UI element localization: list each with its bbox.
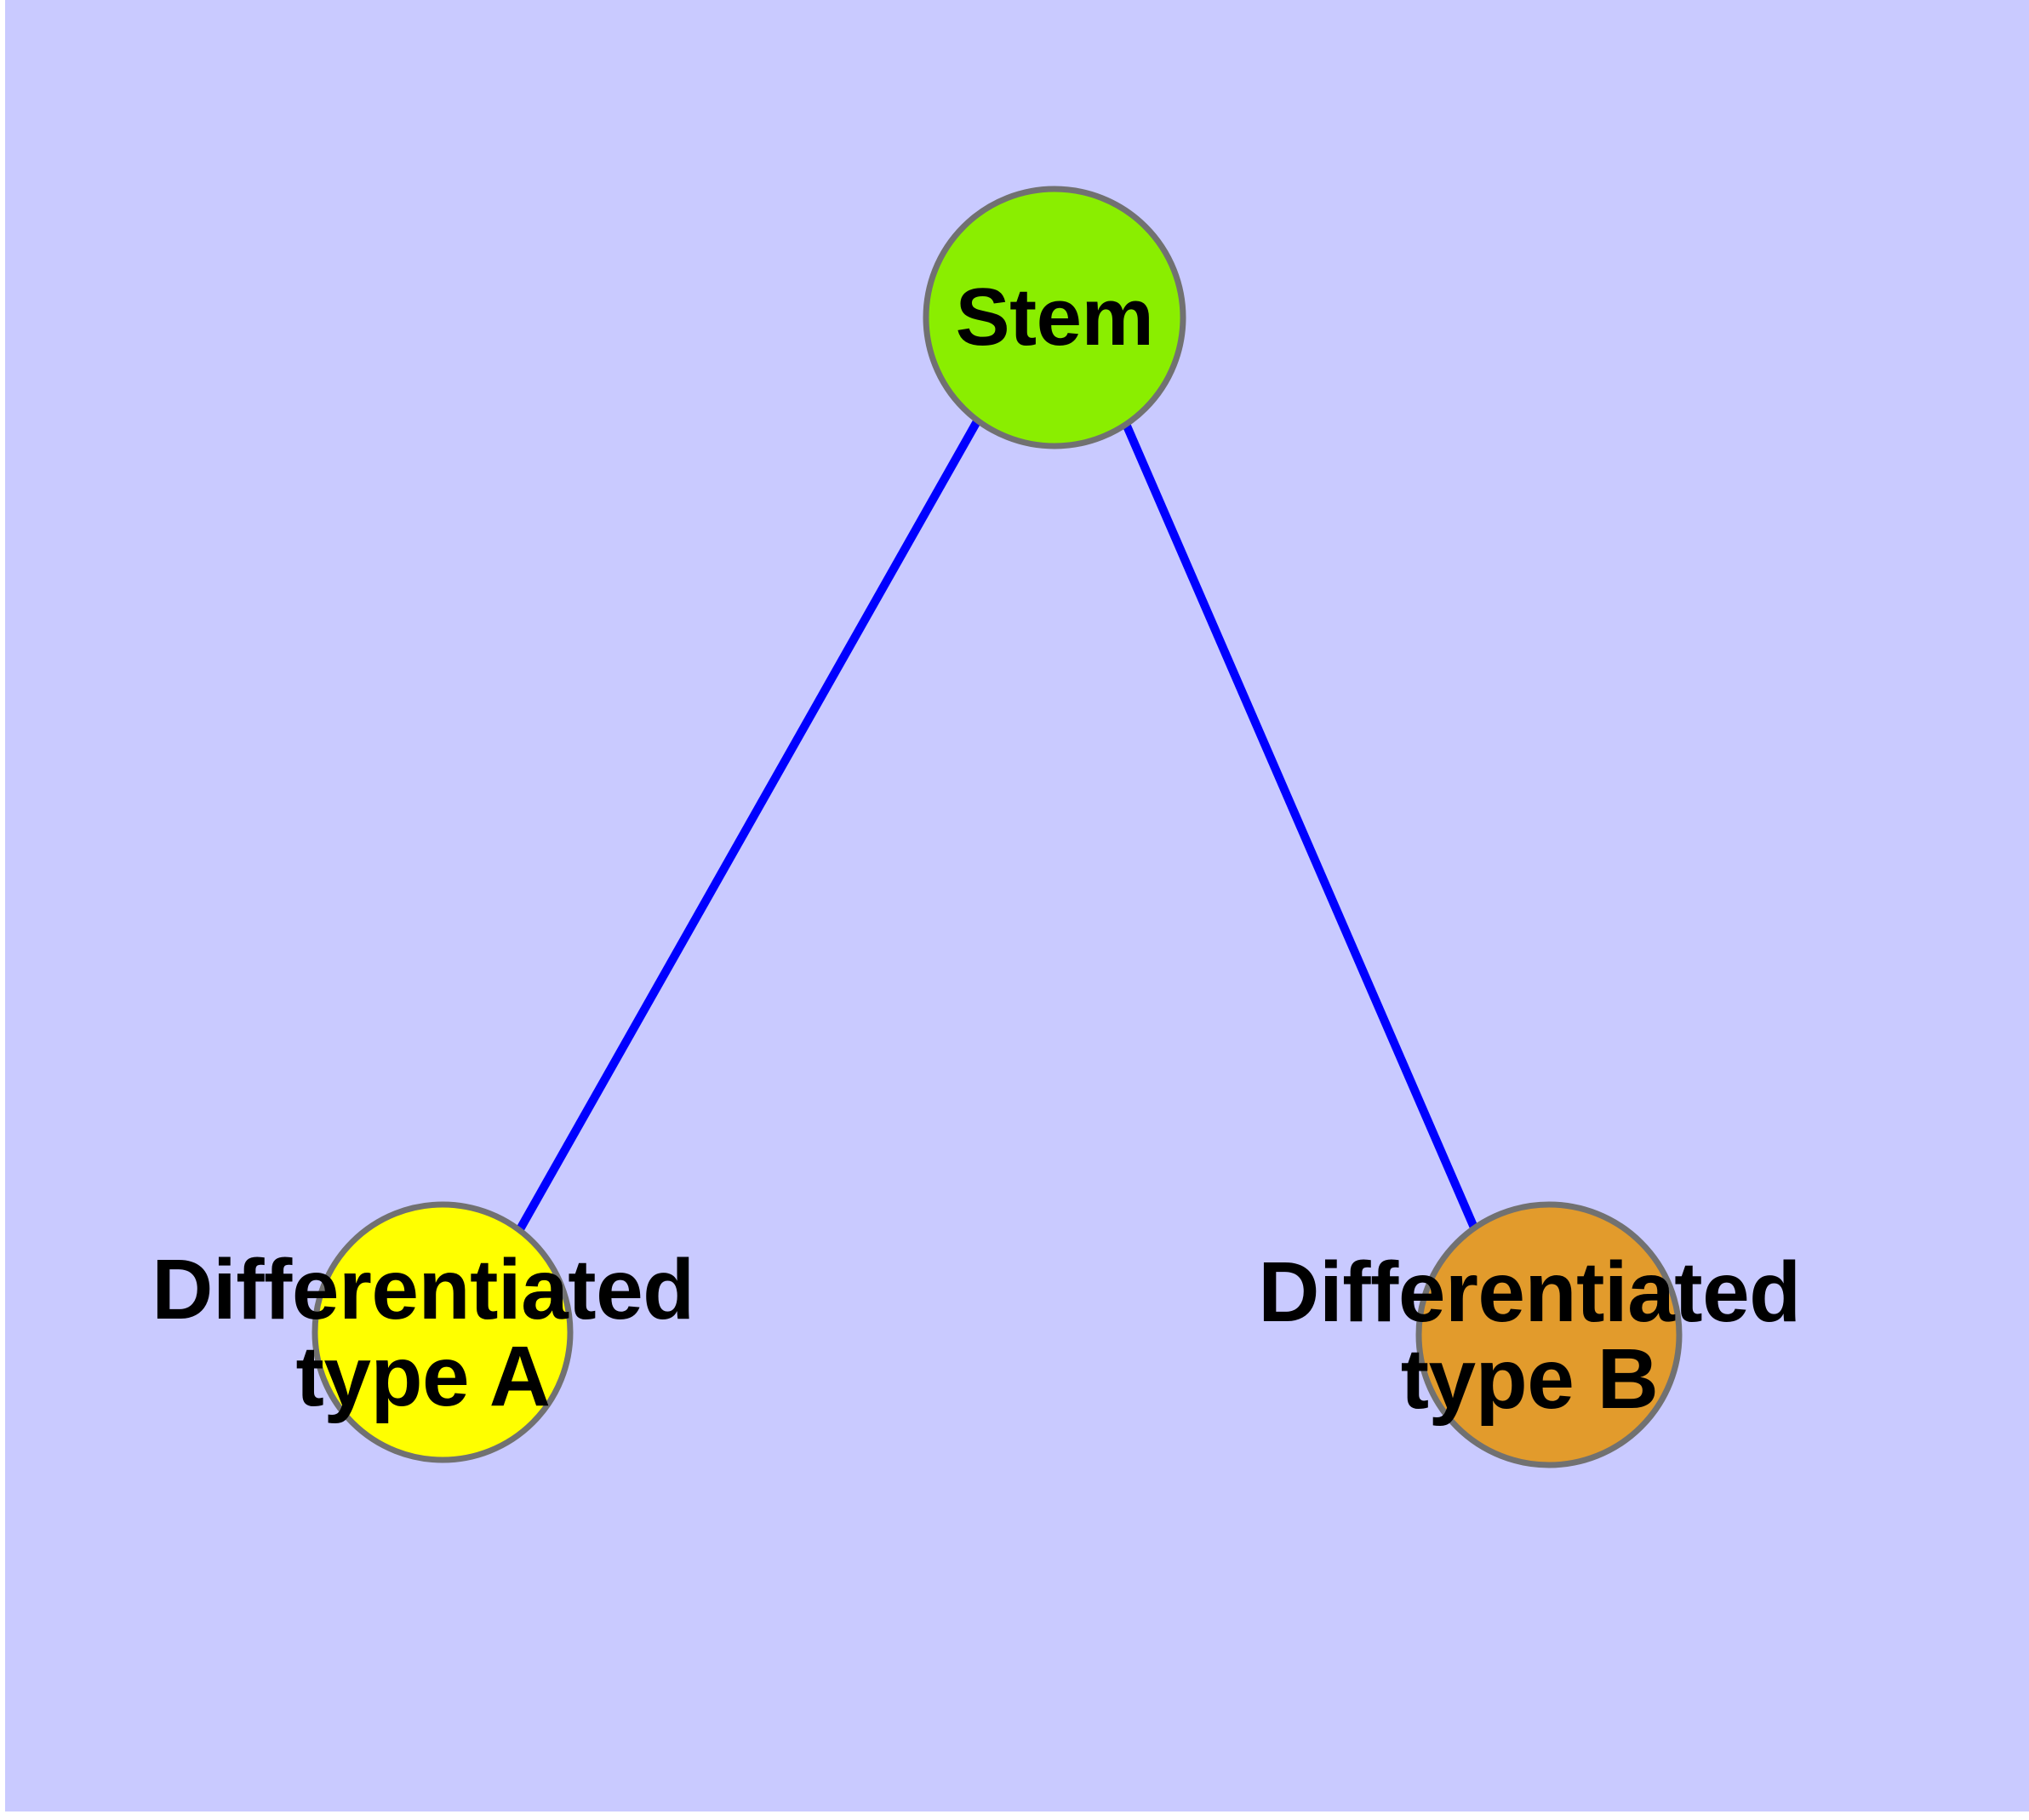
edges-group xyxy=(516,419,1481,1235)
node-label-type-a-line1: Differentiated xyxy=(151,1242,694,1337)
node-diff_b[interactable] xyxy=(1415,1201,1683,1468)
node-label-stem: Stem xyxy=(956,276,1154,359)
nodes-group xyxy=(311,186,1683,1468)
edge-stem-diff-a xyxy=(516,419,981,1232)
node-label-type-b-line2: type B xyxy=(1400,1331,1659,1427)
node-diff_a[interactable] xyxy=(311,1201,574,1463)
node-label-differentiated-type-b: Differentiated type B xyxy=(1258,1249,1801,1422)
node-label-type-b-line1: Differentiated xyxy=(1258,1245,1801,1340)
node-label-stem-line1: Stem xyxy=(955,272,1154,363)
node-label-type-a-line2: type A xyxy=(295,1329,551,1424)
node-label-differentiated-type-a: Differentiated type A xyxy=(151,1246,694,1420)
node-stem[interactable] xyxy=(923,186,1186,449)
edge-stem-diff-b xyxy=(1122,422,1481,1235)
